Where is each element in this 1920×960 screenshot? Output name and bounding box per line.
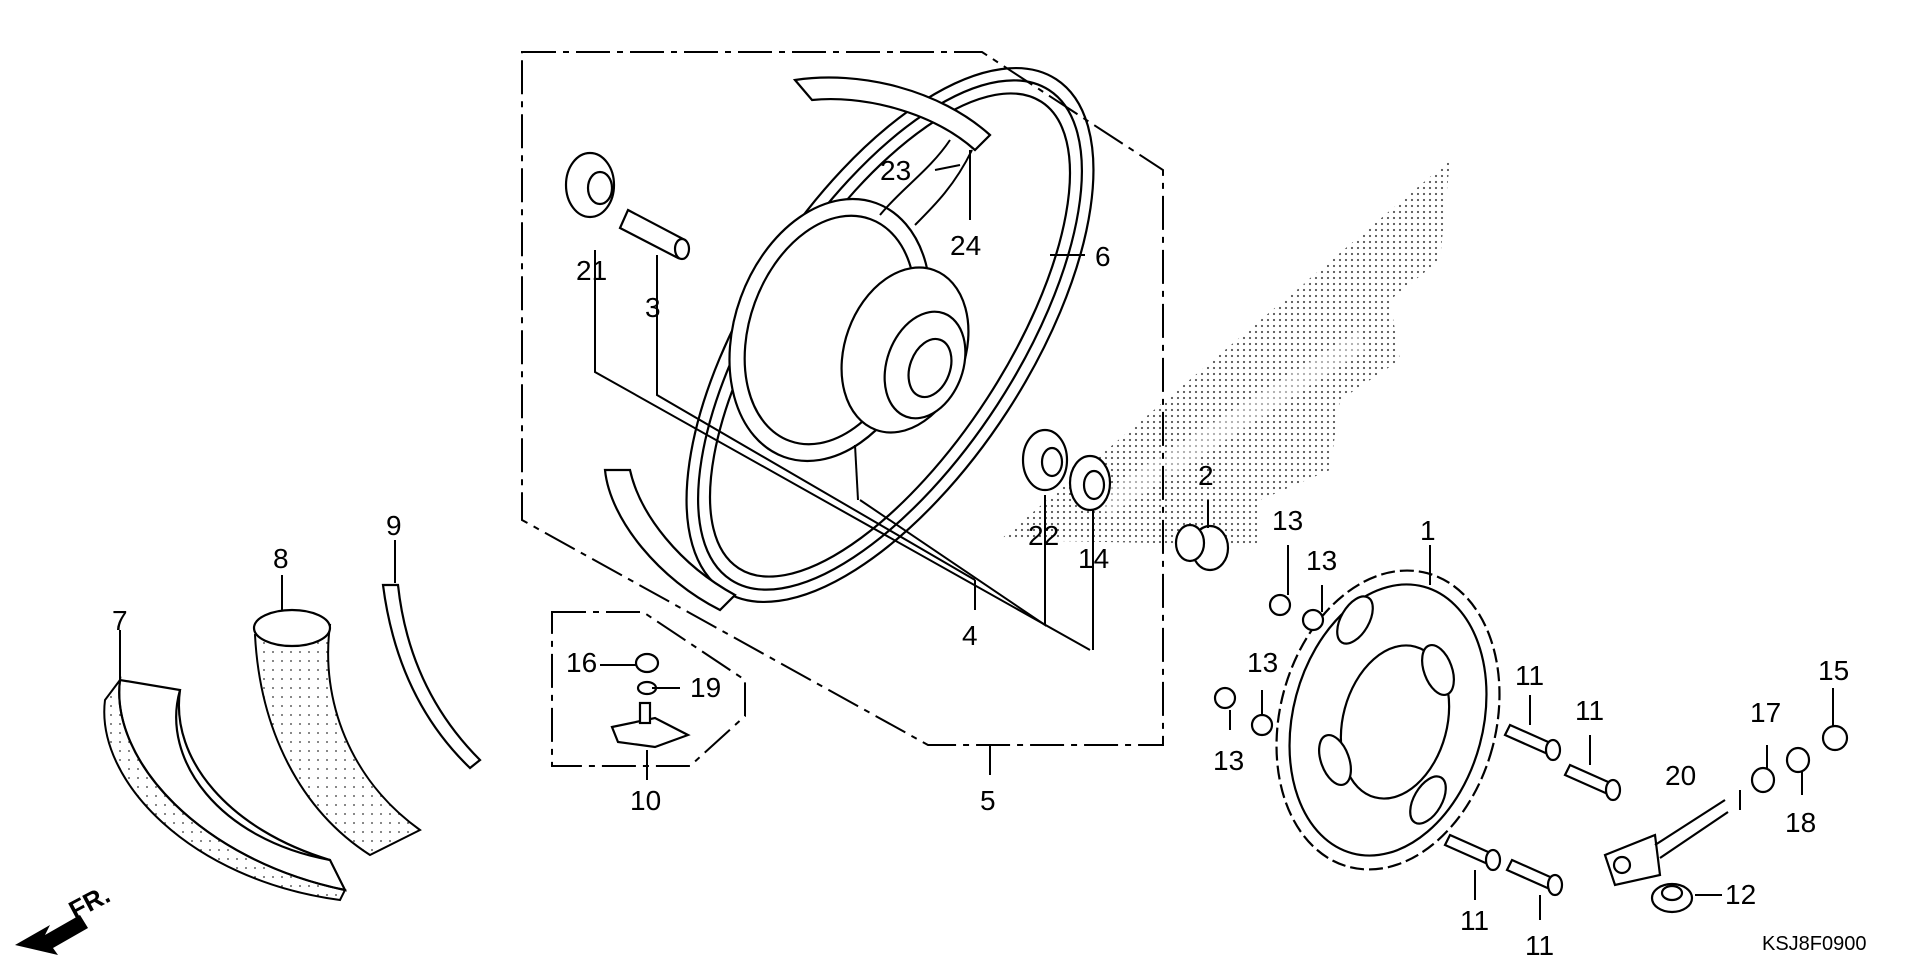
- callout-9: 9: [386, 510, 402, 541]
- chain-adjuster-20: [1603, 799, 1729, 887]
- callout-4: 4: [962, 620, 978, 651]
- nut-15: [1821, 724, 1849, 752]
- diagram-code: KSJ8F0900: [1762, 933, 1867, 955]
- callout-6: 6: [1095, 241, 1111, 272]
- callout-24: 24: [950, 230, 981, 261]
- valve-assembly-boundary: [551, 611, 746, 767]
- nut-16: [634, 652, 660, 674]
- callout-23: 23: [880, 155, 911, 186]
- front-direction-arrow: [15, 915, 88, 955]
- tire-7: [103, 676, 347, 902]
- nut-13-d: [1250, 713, 1274, 737]
- callout-12: 12: [1725, 879, 1756, 910]
- callout-13-b: 13: [1306, 545, 1337, 576]
- callout-2: 2: [1198, 460, 1214, 491]
- washer-17: [1750, 766, 1776, 794]
- callout-11-d: 11: [1525, 930, 1554, 960]
- callout-17: 17: [1750, 697, 1781, 728]
- bearing-21: [564, 151, 616, 219]
- nut-13-c: [1213, 686, 1237, 710]
- bolt-11-b: [1563, 763, 1622, 802]
- bolt-11-a: [1503, 723, 1562, 762]
- callout-13-c: 13: [1247, 647, 1278, 678]
- callout-11-b: 11: [1575, 695, 1604, 726]
- rim-band-9: [381, 583, 482, 770]
- callout-13-a: 13: [1272, 505, 1303, 536]
- wheel-assembly-boundary: [521, 51, 1164, 746]
- callout-11-c: 11: [1460, 905, 1489, 936]
- bolt-11-d: [1505, 858, 1564, 897]
- callout-19: 19: [690, 672, 721, 703]
- seal-14: [1068, 454, 1112, 512]
- callout-14: 14: [1078, 543, 1109, 574]
- callout-15: 15: [1818, 655, 1849, 686]
- wheel-hub: [728, 197, 970, 463]
- callout-labels: 1 2 3 4 5 6 7 8 9 10 11 11 11 11 12 13 1…: [64, 155, 1867, 960]
- valve-10: [610, 701, 691, 749]
- callout-1: 1: [1420, 515, 1436, 546]
- rim-band-upper: [792, 76, 992, 152]
- callout-5: 5: [980, 785, 996, 816]
- tube-8: [252, 608, 422, 857]
- direction-label: FR.: [64, 879, 115, 925]
- callout-3: 3: [645, 292, 661, 323]
- leader-lines: [119, 150, 1834, 920]
- callout-18: 18: [1785, 807, 1816, 838]
- spacer-2: [1174, 523, 1230, 572]
- callout-8: 8: [273, 543, 289, 574]
- callout-22: 22: [1028, 520, 1059, 551]
- nut-13-a: [1268, 593, 1292, 617]
- callout-21: 21: [576, 255, 607, 286]
- nut-13-b: [1301, 608, 1325, 632]
- callout-10: 10: [630, 785, 661, 816]
- callout-7: 7: [112, 605, 128, 636]
- rim-band-lower: [603, 468, 737, 612]
- callout-16: 16: [566, 647, 597, 678]
- callout-11-a: 11: [1515, 660, 1544, 691]
- sprocket-1: [1275, 569, 1501, 871]
- callout-20: 20: [1665, 760, 1696, 791]
- nut-12: [1650, 882, 1694, 914]
- collar-3: [618, 208, 691, 261]
- callout-13-d: 13: [1213, 745, 1244, 776]
- bearing-22: [1021, 428, 1069, 492]
- bolt-11-c: [1443, 833, 1502, 872]
- nut-18: [1785, 746, 1811, 774]
- spoke-lines: [854, 139, 973, 501]
